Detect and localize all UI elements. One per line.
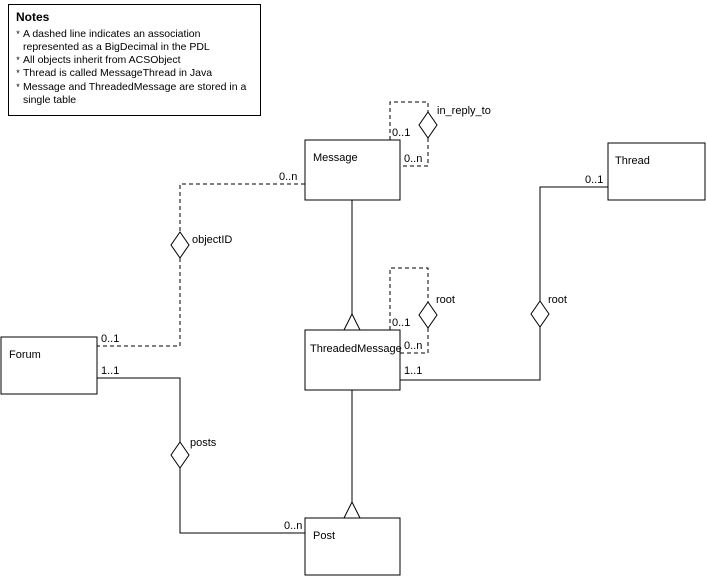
note-item: * Thread is called MessageThread in Java (13, 67, 254, 80)
root-self-diamond (418, 301, 438, 329)
posts-line-lower (179, 468, 305, 534)
notes-panel: Notes * A dashed line indicates an assoc… (8, 4, 261, 116)
object-id-label: objectID (192, 234, 232, 246)
in-reply-to-diamond (418, 111, 438, 139)
bullet-marker: * (16, 81, 20, 92)
message-class-box (304, 139, 401, 201)
in-reply-to-multiplicity-dst: 0..n (404, 153, 422, 165)
note-item: * Message and ThreadedMessage are stored… (13, 81, 254, 107)
forum-class-box (0, 336, 98, 395)
note-text: Thread is called MessageThread in Java (23, 67, 213, 80)
object-id-multiplicity-message: 0..n (279, 171, 297, 183)
root-thread-diamond (530, 300, 550, 328)
message-class-label: Message (313, 152, 358, 164)
root-self-line-upper (389, 267, 429, 330)
thread-class-box (607, 142, 706, 201)
root-thread-multiplicity-thread: 0..1 (585, 174, 603, 186)
note-text: All objects inherit from ACSObject (23, 54, 181, 67)
in-reply-to-label: in_reply_to (437, 105, 491, 117)
object-id-line-upper (179, 183, 305, 232)
note-text: Message and ThreadedMessage are stored i… (23, 80, 247, 106)
root-self-label: root (436, 294, 455, 306)
notes-title: Notes (16, 10, 50, 24)
object-id-diamond (170, 231, 190, 259)
root-self-multiplicity-src: 0..1 (392, 317, 410, 329)
root-self-multiplicity-dst: 0..n (404, 340, 422, 352)
in-reply-to-line-lower (400, 138, 429, 167)
note-item: * A dashed line indicates an association… (13, 28, 254, 54)
bullet-marker: * (16, 68, 20, 79)
bullet-marker: * (16, 55, 20, 66)
generalization-triangle-post (343, 500, 361, 519)
forum-class-label: Forum (9, 349, 41, 361)
posts-multiplicity-forum: 1..1 (101, 365, 119, 377)
note-text: A dashed line indicates an association r… (23, 28, 210, 54)
in-reply-to-line-upper (389, 101, 429, 140)
object-id-line-lower (97, 258, 181, 347)
in-reply-to-multiplicity-src: 0..1 (392, 127, 410, 139)
note-item: * All objects inherit from ACSObject (13, 54, 254, 67)
root-thread-line-lower (400, 327, 541, 381)
posts-line-upper (97, 377, 181, 442)
threaded-message-class-label: ThreadedMessage (310, 343, 402, 355)
root-thread-line-upper (539, 186, 608, 301)
bullet-marker: * (16, 29, 20, 39)
post-class-box (304, 517, 401, 576)
object-id-multiplicity-forum: 0..1 (101, 333, 119, 345)
posts-multiplicity-post: 0..n (284, 520, 302, 532)
generalization-triangle-threadedmessage (343, 312, 361, 331)
root-self-line-lower (400, 328, 429, 354)
threaded-message-class-box (304, 329, 401, 391)
root-thread-multiplicity-threaded-message: 1..1 (404, 365, 422, 377)
posts-diamond (170, 441, 190, 469)
posts-label: posts (190, 437, 217, 449)
post-class-label: Post (313, 530, 335, 542)
thread-class-label: Thread (615, 155, 650, 167)
root-thread-label: root (548, 294, 567, 306)
